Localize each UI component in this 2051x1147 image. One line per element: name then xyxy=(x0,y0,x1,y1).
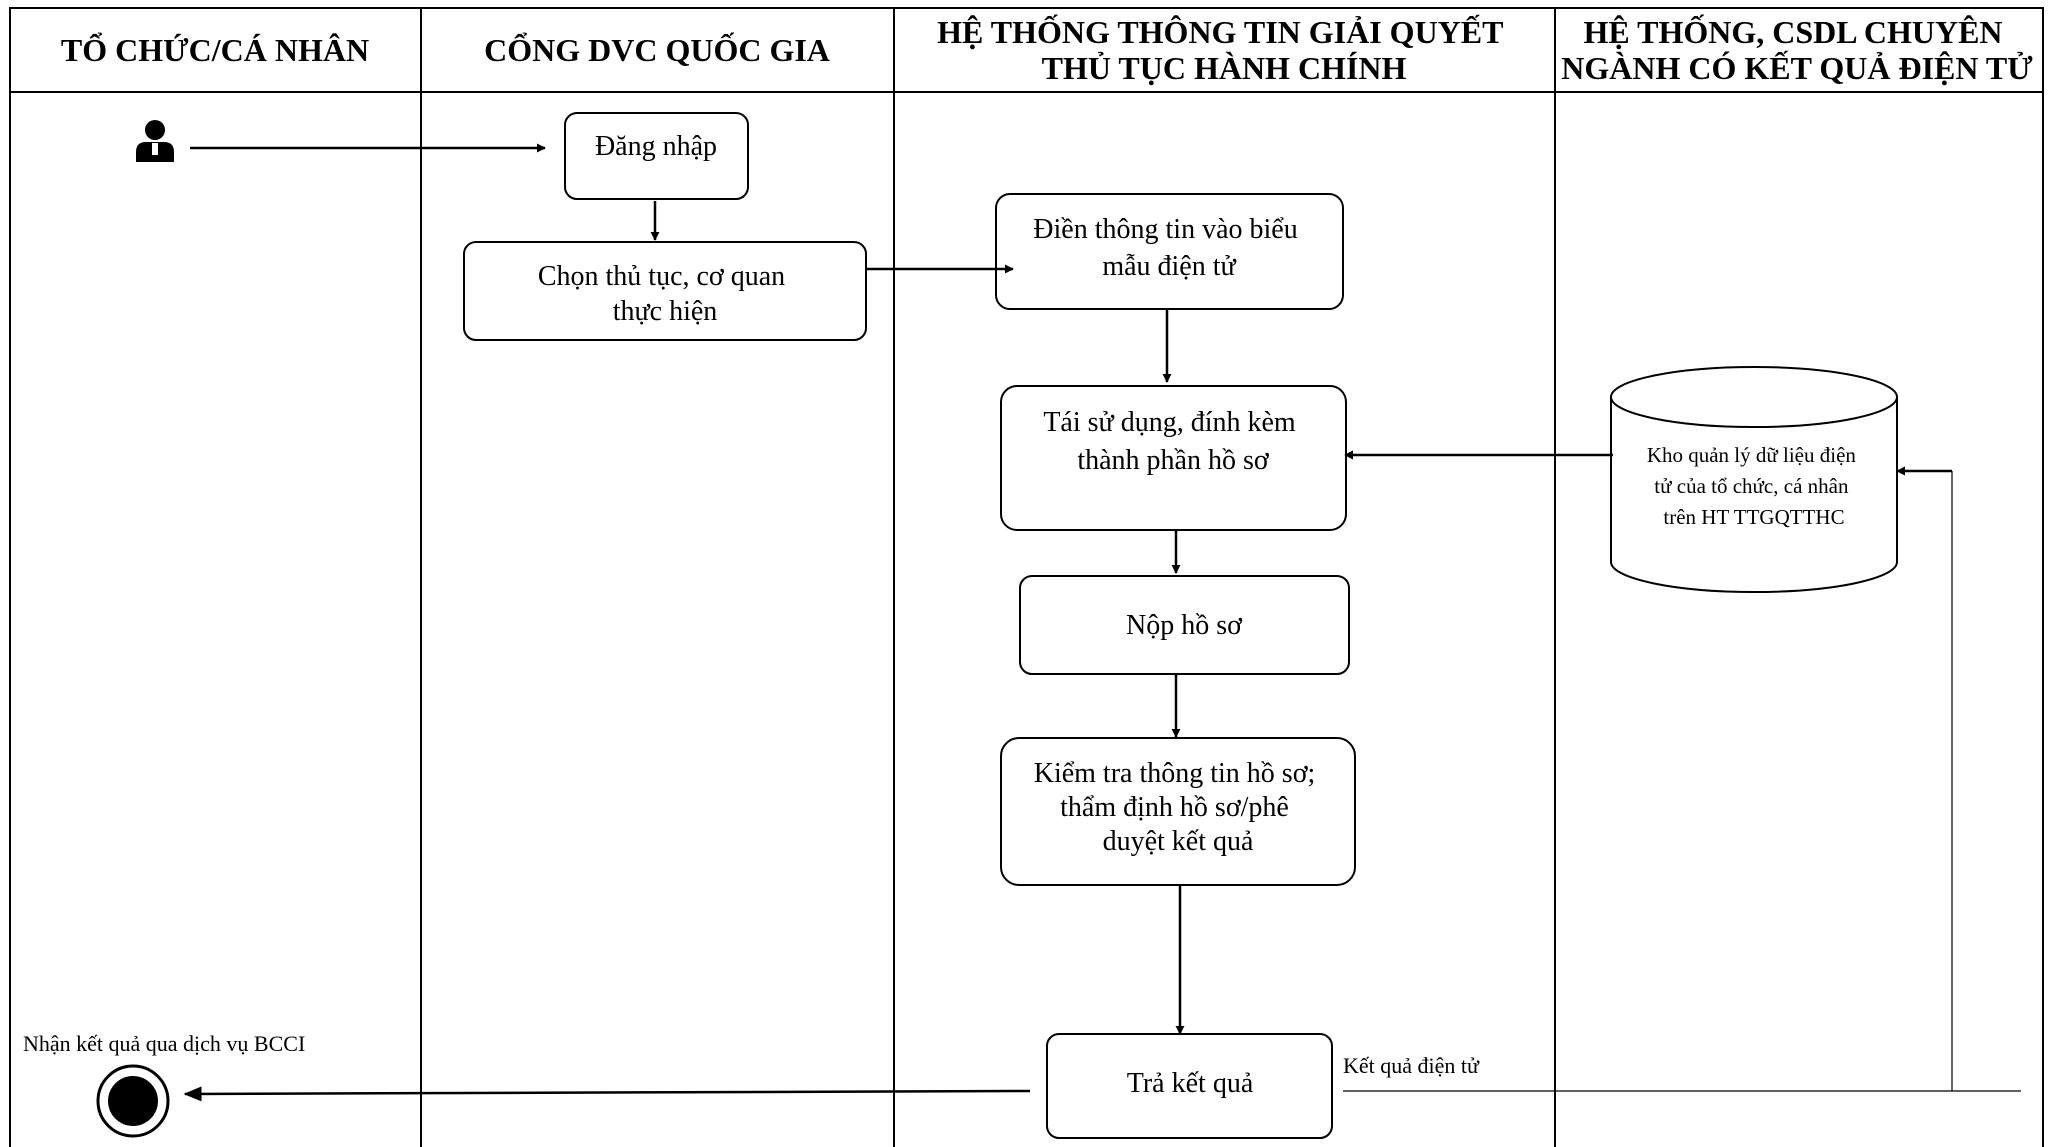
lane-title-national-portal: CỔNG DVC QUỐC GIA xyxy=(484,32,830,68)
lane-title-specialized-database: HỆ THỐNG, CSDL CHUYÊN NGÀNH CÓ KẾT QUẢ Đ… xyxy=(1561,14,2033,86)
svg-text:Nộp hồ sơ: Nộp hồ sơ xyxy=(1126,610,1243,641)
svg-text:Kho quản lý dữ liệu điện: Kho quản lý dữ liệu điện tử của tổ chức,… xyxy=(1647,443,1861,529)
label-receive-bcci: Nhận kết quả qua dịch vụ BCCI xyxy=(23,1031,305,1056)
lane-title-organization: TỔ CHỨC/CÁ NHÂN xyxy=(61,32,369,68)
svg-text:Trả kết quả: Trả kết quả xyxy=(1127,1068,1254,1099)
swimlane-frame xyxy=(9,7,2044,1147)
lane-title-procedure-system: HỆ THỐNG THÔNG TIN GIẢI QUYẾT THỦ TỤC HÀ… xyxy=(937,14,1511,86)
svg-text:Điền thông tin vào biểu: Điền thông tin vào biểu mẫu điện tử xyxy=(1033,214,1304,282)
node-login: Đăng nhập xyxy=(564,112,749,200)
connector-return-to-end xyxy=(183,1086,1031,1102)
node-submit: Nộp hồ sơ xyxy=(1019,575,1350,675)
data-store-cylinder: Kho quản lý dữ liệu điện tử của tổ chức,… xyxy=(1610,366,1898,593)
node-fill-form: Điền thông tin vào biểu mẫu điện tử xyxy=(995,193,1344,310)
connector-electronic-result-to-store xyxy=(1343,466,2021,1092)
node-return-result: Trả kết quả xyxy=(1046,1033,1333,1139)
node-reuse-attach: Tái sử dụng, đính kèm thành phần hồ sơ xyxy=(1000,385,1347,531)
svg-text:Chọn thủ tục, cơ quan th: Chọn thủ tục, cơ quan thực hiện xyxy=(538,261,792,327)
node-choose-procedure: Chọn thủ tục, cơ quan thực hiện xyxy=(463,241,867,341)
svg-text:Tái sử dụng, đính kèm th: Tái sử dụng, đính kèm thành phần hồ sơ xyxy=(1043,407,1302,476)
node-review: Kiểm tra thông tin hồ sơ; thẩm định hồ s… xyxy=(1000,737,1356,886)
end-state-icon xyxy=(96,1064,170,1138)
svg-text:Kiểm tra thông tin hồ sơ;: Kiểm tra thông tin hồ sơ; thẩm định hồ s… xyxy=(1034,758,1323,857)
label-electronic-result: Kết quả điện tử xyxy=(1343,1053,1480,1078)
person-icon xyxy=(136,120,174,162)
svg-text:Đăng nhập: Đăng nhập xyxy=(595,131,717,162)
